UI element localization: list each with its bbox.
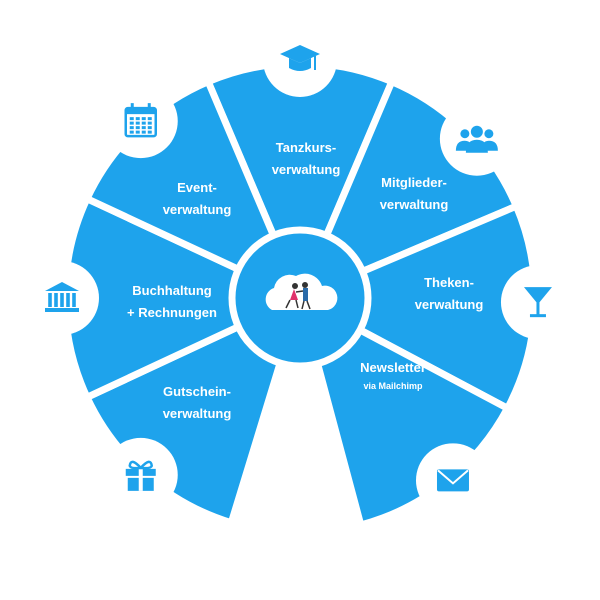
users-icon (439, 101, 514, 176)
segment-label-gutschein: Gutschein- (163, 384, 231, 399)
segment-label-tanzkurs: verwaltung (272, 162, 341, 177)
center-hub (228, 226, 372, 370)
envelope-icon (415, 443, 490, 518)
graduation-cap-icon (263, 23, 337, 97)
segment-label-theken: verwaltung (415, 297, 484, 312)
segment-label-buchhaltung: Buchhaltung (132, 283, 211, 298)
segment-label-theken: Theken- (424, 275, 474, 290)
calendar-icon (103, 84, 178, 159)
segment-label-mitglieder: Mitglieder- (381, 175, 447, 190)
segment-sublabel-newsletter: via Mailchimp (363, 381, 423, 391)
segment-label-tanzkurs: Tanzkurs- (276, 140, 336, 155)
bank-icon (25, 261, 99, 335)
segment-label-mitglieder: verwaltung (380, 197, 449, 212)
segment-label-buchhaltung: + Rechnungen (127, 305, 217, 320)
cocktail-glass-icon (500, 265, 575, 340)
gift-icon (103, 437, 178, 512)
cloud-dancers-icon (265, 273, 338, 310)
segments-layer: Tanzkurs-verwaltungMitglieder-verwaltung… (61, 59, 539, 530)
segment-label-newsletter: Newsletter (360, 360, 426, 375)
segment-label-event: Event- (177, 180, 217, 195)
icons-layer (25, 23, 575, 518)
segment-label-event: verwaltung (163, 202, 232, 217)
segment-label-gutschein: verwaltung (163, 406, 232, 421)
